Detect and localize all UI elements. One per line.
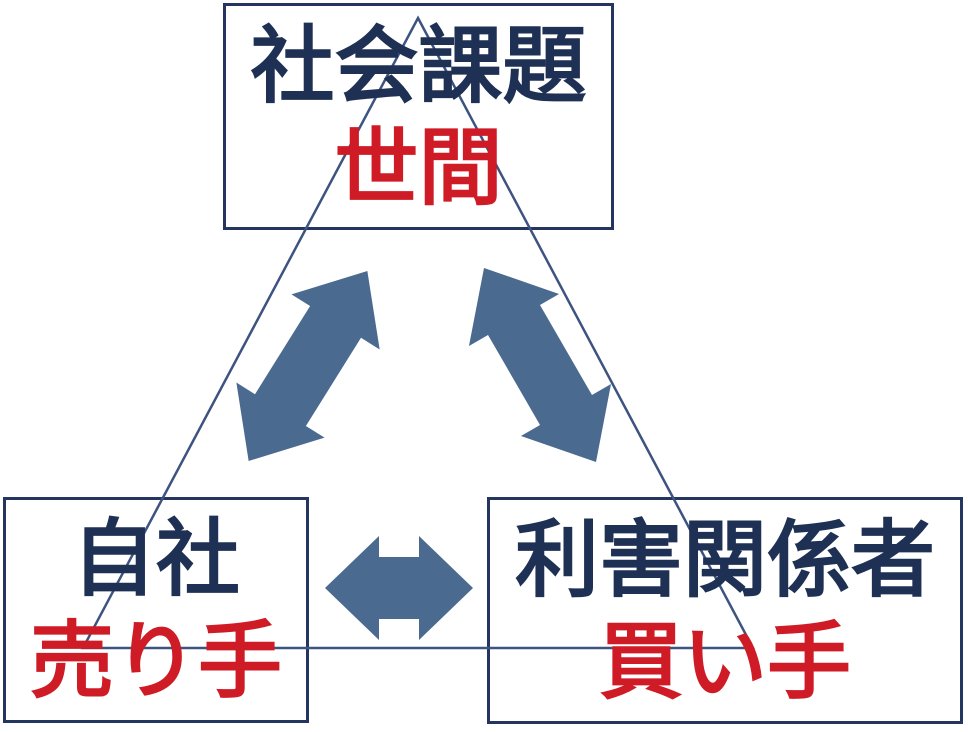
node-stakeholders-secondary-label: 買い手 [598, 612, 851, 711]
node-own-company: 自社 売り手 [3, 497, 309, 723]
double-arrow-icon-bottom [325, 536, 473, 640]
node-stakeholders-text: 利害関係者 買い手 [515, 509, 935, 713]
node-own-company-secondary-label: 売り手 [29, 612, 282, 710]
node-social-issues-text: 社会課題 世間 [250, 15, 586, 219]
node-social-issues: 社会課題 世間 [223, 3, 614, 230]
node-own-company-text: 自社 売り手 [30, 508, 282, 712]
node-social-issues-secondary-label: 世間 [334, 118, 503, 217]
node-own-company-primary-label: 自社 [71, 510, 240, 608]
double-arrow-icon-top-right [468, 268, 612, 462]
double-arrow-icon-top-left [236, 271, 380, 461]
node-stakeholders-primary-label: 利害関係者 [514, 510, 935, 609]
node-stakeholders: 利害関係者 買い手 [487, 497, 963, 724]
node-social-issues-primary-label: 社会課題 [250, 16, 587, 115]
